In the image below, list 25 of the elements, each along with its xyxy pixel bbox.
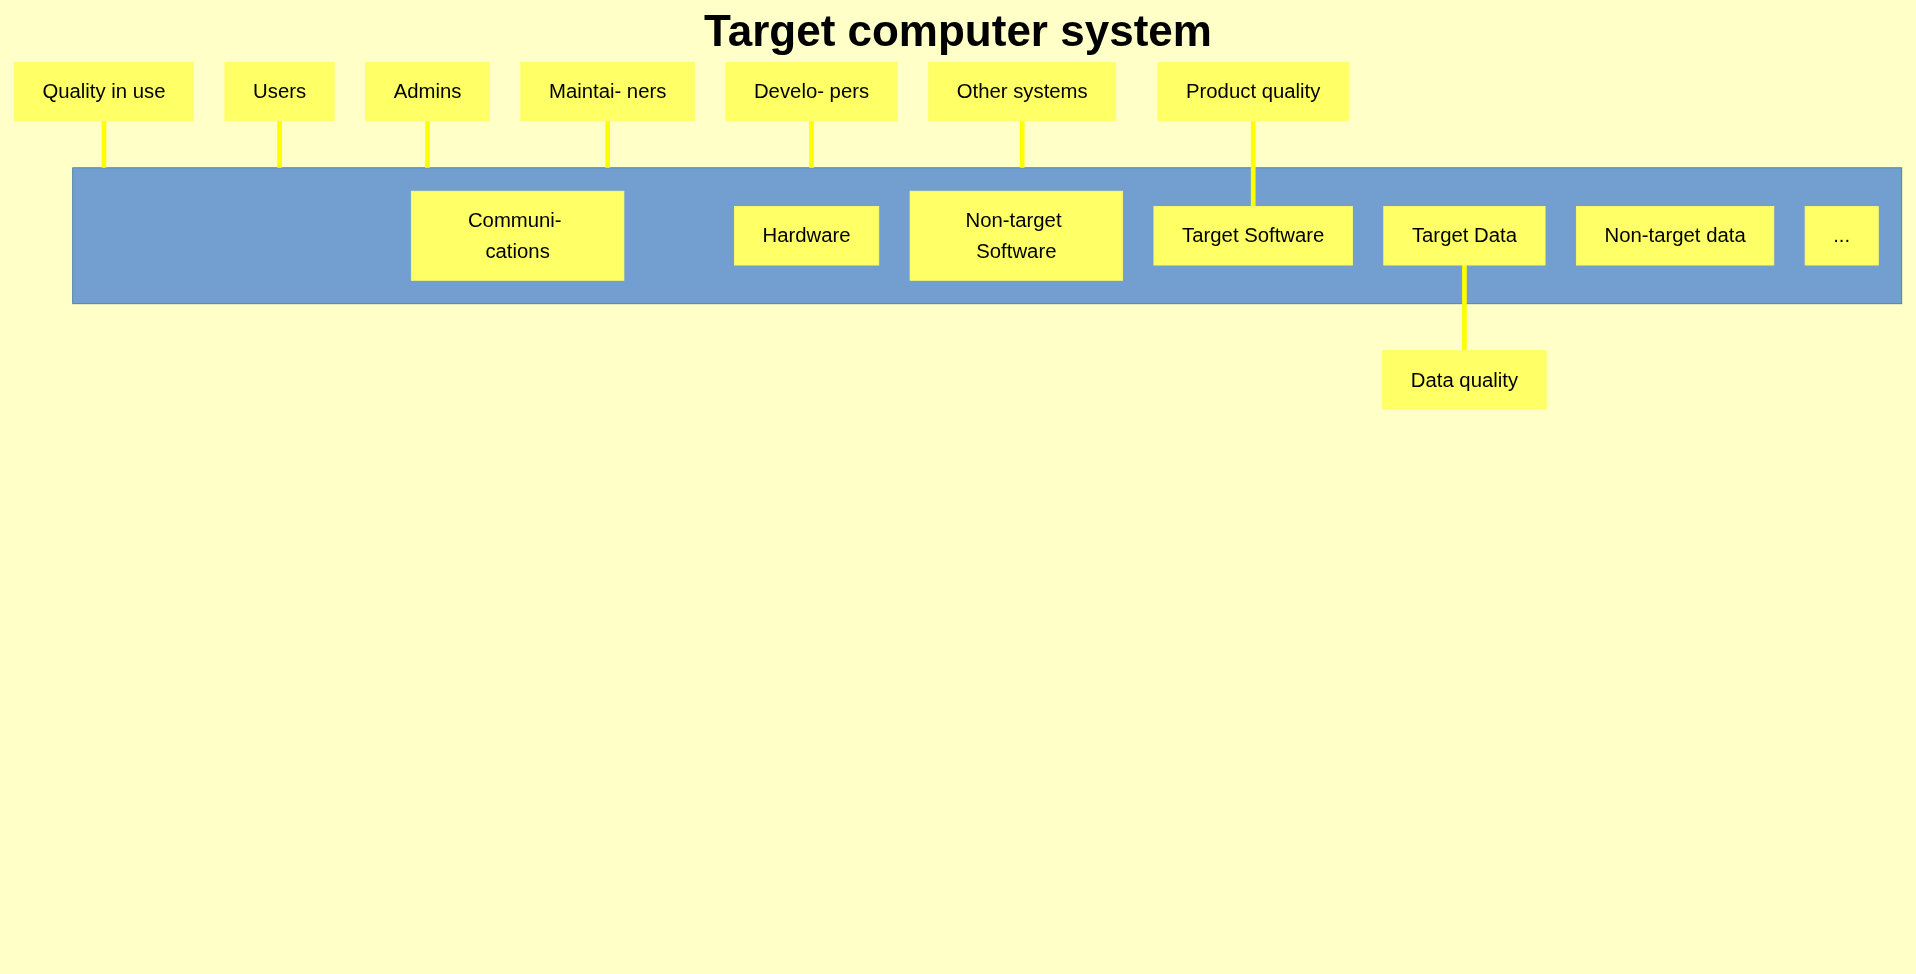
- connector: [1462, 265, 1467, 351]
- connector: [809, 120, 814, 168]
- node-box: Quality in use: [13, 61, 195, 122]
- cluster: [72, 167, 1903, 305]
- connector: [1019, 120, 1025, 168]
- connector: [1250, 120, 1256, 207]
- node-box: Product quality: [1157, 61, 1349, 122]
- node-box: Develo- pers: [725, 61, 898, 122]
- node-box: Communi- cations: [410, 190, 625, 281]
- node-box: Non-target data: [1575, 206, 1775, 266]
- connector: [277, 120, 282, 168]
- node-box: Data quality: [1382, 350, 1547, 410]
- node-box: Admins: [365, 61, 490, 122]
- node-box: Target Data: [1383, 206, 1546, 266]
- node-box: Non-target Software: [909, 190, 1124, 281]
- connector: [101, 120, 107, 168]
- node-box: Users: [224, 61, 335, 122]
- connector: [605, 120, 611, 168]
- node-box: Target Software: [1153, 206, 1353, 266]
- connector: [425, 120, 430, 168]
- node-box: ...: [1804, 206, 1879, 266]
- diagram-title: Target computer system: [703, 6, 1213, 56]
- node-box: Maintai- ners: [520, 61, 695, 122]
- node-box: Hardware: [734, 206, 880, 266]
- node-box: Other systems: [928, 61, 1117, 122]
